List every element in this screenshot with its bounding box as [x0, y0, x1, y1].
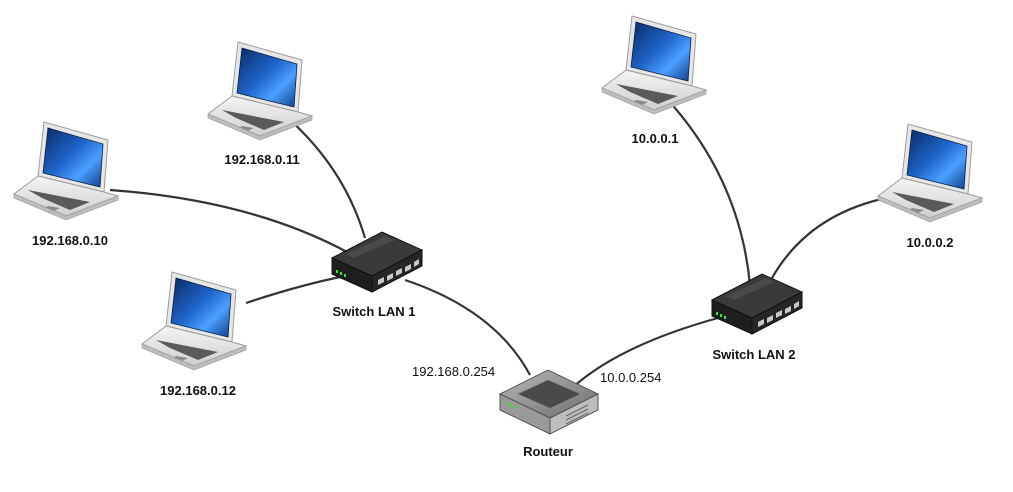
router-label: Routeur [523, 444, 573, 459]
cable-router-switch2 [571, 316, 719, 389]
host-label-pc2: 10.0.0.2 [906, 235, 954, 250]
host-label-pc1: 10.0.0.1 [631, 131, 679, 146]
host-label-pc10: 192.168.0.10 [32, 233, 108, 248]
cable-pc1-switch2 [667, 99, 752, 286]
laptop-icon [13, 121, 119, 221]
switch-label-lan2: Switch LAN 2 [712, 347, 796, 362]
cable-switch1-router [404, 278, 531, 376]
cables [109, 99, 887, 389]
switch-label-lan1: Switch LAN 1 [332, 304, 416, 319]
router-interface-lan1: 192.168.0.254 [412, 364, 496, 379]
laptop-icon [601, 15, 707, 115]
laptop-icon [207, 41, 313, 141]
cable-pc2-switch2 [771, 196, 887, 279]
network-switch-icon [711, 273, 803, 335]
host-label-pc12: 192.168.0.12 [160, 383, 236, 398]
host-label-pc11: 192.168.0.11 [224, 152, 300, 167]
cable-pc12-switch1 [245, 274, 346, 305]
router-interface-lan2: 10.0.0.254 [600, 370, 662, 385]
cable-pc10-switch1 [109, 188, 348, 253]
network-switch-icon [331, 231, 423, 293]
laptop-icon [141, 271, 247, 371]
cable-pc11-switch1 [289, 119, 367, 239]
laptop-icon [877, 123, 983, 223]
